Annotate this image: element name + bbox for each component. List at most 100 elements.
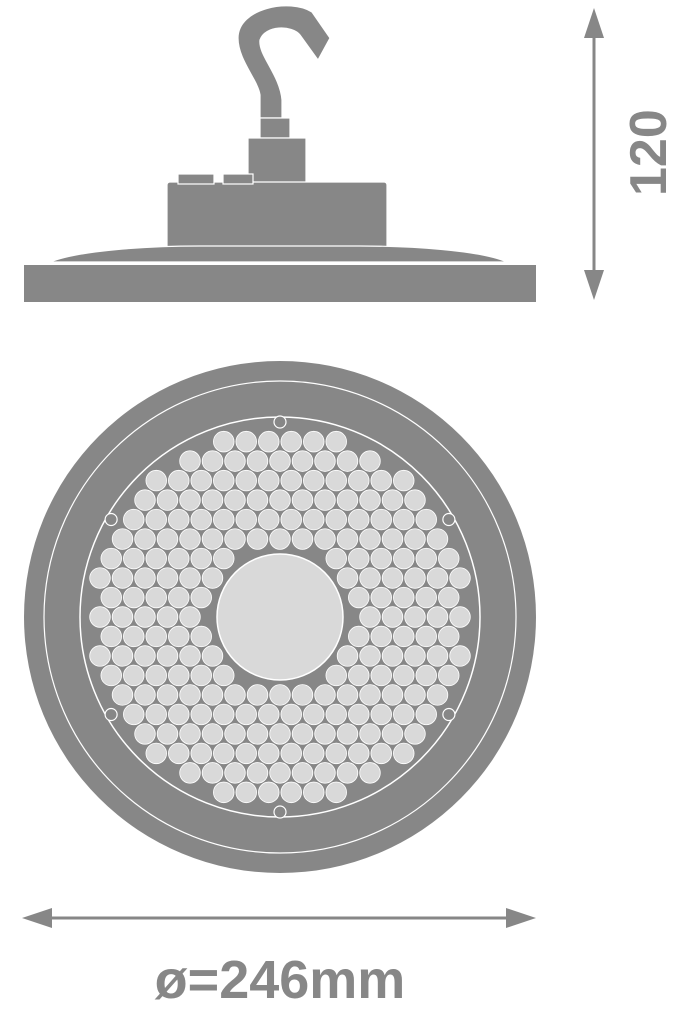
led bbox=[404, 684, 426, 706]
led bbox=[370, 742, 392, 765]
led bbox=[336, 489, 359, 511]
led bbox=[168, 586, 190, 609]
led bbox=[111, 567, 134, 589]
led bbox=[370, 703, 392, 726]
led bbox=[201, 684, 224, 706]
led bbox=[404, 489, 426, 511]
led bbox=[269, 762, 291, 784]
led bbox=[134, 645, 156, 667]
led bbox=[145, 469, 167, 492]
led bbox=[291, 450, 314, 472]
led bbox=[336, 762, 359, 784]
led bbox=[168, 664, 190, 687]
led bbox=[179, 489, 201, 511]
led bbox=[201, 567, 224, 589]
led bbox=[168, 547, 190, 570]
led bbox=[404, 567, 426, 589]
led bbox=[156, 684, 179, 706]
led bbox=[224, 762, 246, 784]
led bbox=[123, 508, 145, 531]
led bbox=[359, 684, 381, 706]
led bbox=[145, 742, 167, 765]
led bbox=[303, 781, 325, 804]
led bbox=[449, 567, 471, 589]
led bbox=[235, 781, 257, 804]
led bbox=[415, 508, 437, 531]
led bbox=[438, 547, 460, 570]
led bbox=[291, 723, 314, 745]
led bbox=[370, 508, 392, 531]
led bbox=[291, 684, 314, 706]
led bbox=[325, 664, 347, 687]
led bbox=[111, 606, 134, 628]
led bbox=[123, 664, 145, 687]
led bbox=[123, 586, 145, 609]
led bbox=[325, 547, 347, 570]
led bbox=[426, 528, 449, 550]
led bbox=[348, 742, 370, 765]
led bbox=[134, 489, 156, 511]
led bbox=[258, 430, 280, 453]
led bbox=[201, 645, 224, 667]
led bbox=[190, 586, 212, 609]
led bbox=[201, 528, 224, 550]
led bbox=[258, 703, 280, 726]
led bbox=[134, 606, 156, 628]
led bbox=[415, 625, 437, 648]
led bbox=[449, 645, 471, 667]
led bbox=[303, 469, 325, 492]
led bbox=[168, 625, 190, 648]
led bbox=[438, 664, 460, 687]
led bbox=[415, 547, 437, 570]
led bbox=[246, 684, 269, 706]
led bbox=[168, 469, 190, 492]
led bbox=[134, 723, 156, 745]
led bbox=[393, 547, 415, 570]
led bbox=[145, 508, 167, 531]
led bbox=[89, 606, 111, 628]
led bbox=[179, 450, 201, 472]
hook-mount bbox=[247, 137, 307, 187]
led bbox=[156, 645, 179, 667]
led bbox=[314, 489, 336, 511]
led bbox=[145, 586, 167, 609]
led bbox=[404, 723, 426, 745]
led bbox=[438, 625, 460, 648]
led bbox=[201, 723, 224, 745]
led bbox=[190, 469, 212, 492]
screw bbox=[104, 512, 118, 527]
led bbox=[100, 664, 122, 687]
led bbox=[325, 469, 347, 492]
led bbox=[89, 567, 111, 589]
led bbox=[370, 664, 392, 687]
led bbox=[280, 430, 302, 453]
led bbox=[168, 703, 190, 726]
led bbox=[123, 703, 145, 726]
led bbox=[134, 528, 156, 550]
led bbox=[426, 567, 449, 589]
led bbox=[123, 547, 145, 570]
led bbox=[134, 684, 156, 706]
driver-housing bbox=[166, 181, 388, 251]
hook bbox=[237, 5, 331, 119]
led bbox=[280, 469, 302, 492]
screws bbox=[104, 415, 456, 819]
led bbox=[269, 528, 291, 550]
led bbox=[314, 762, 336, 784]
led bbox=[314, 684, 336, 706]
led bbox=[123, 625, 145, 648]
led bbox=[359, 528, 381, 550]
led bbox=[336, 645, 359, 667]
led bbox=[224, 528, 246, 550]
led bbox=[359, 567, 381, 589]
led bbox=[393, 664, 415, 687]
diameter-dimension bbox=[22, 908, 536, 928]
led bbox=[291, 528, 314, 550]
led bbox=[258, 469, 280, 492]
led bbox=[336, 567, 359, 589]
led bbox=[89, 645, 111, 667]
led bbox=[393, 703, 415, 726]
led bbox=[280, 508, 302, 531]
led bbox=[190, 742, 212, 765]
